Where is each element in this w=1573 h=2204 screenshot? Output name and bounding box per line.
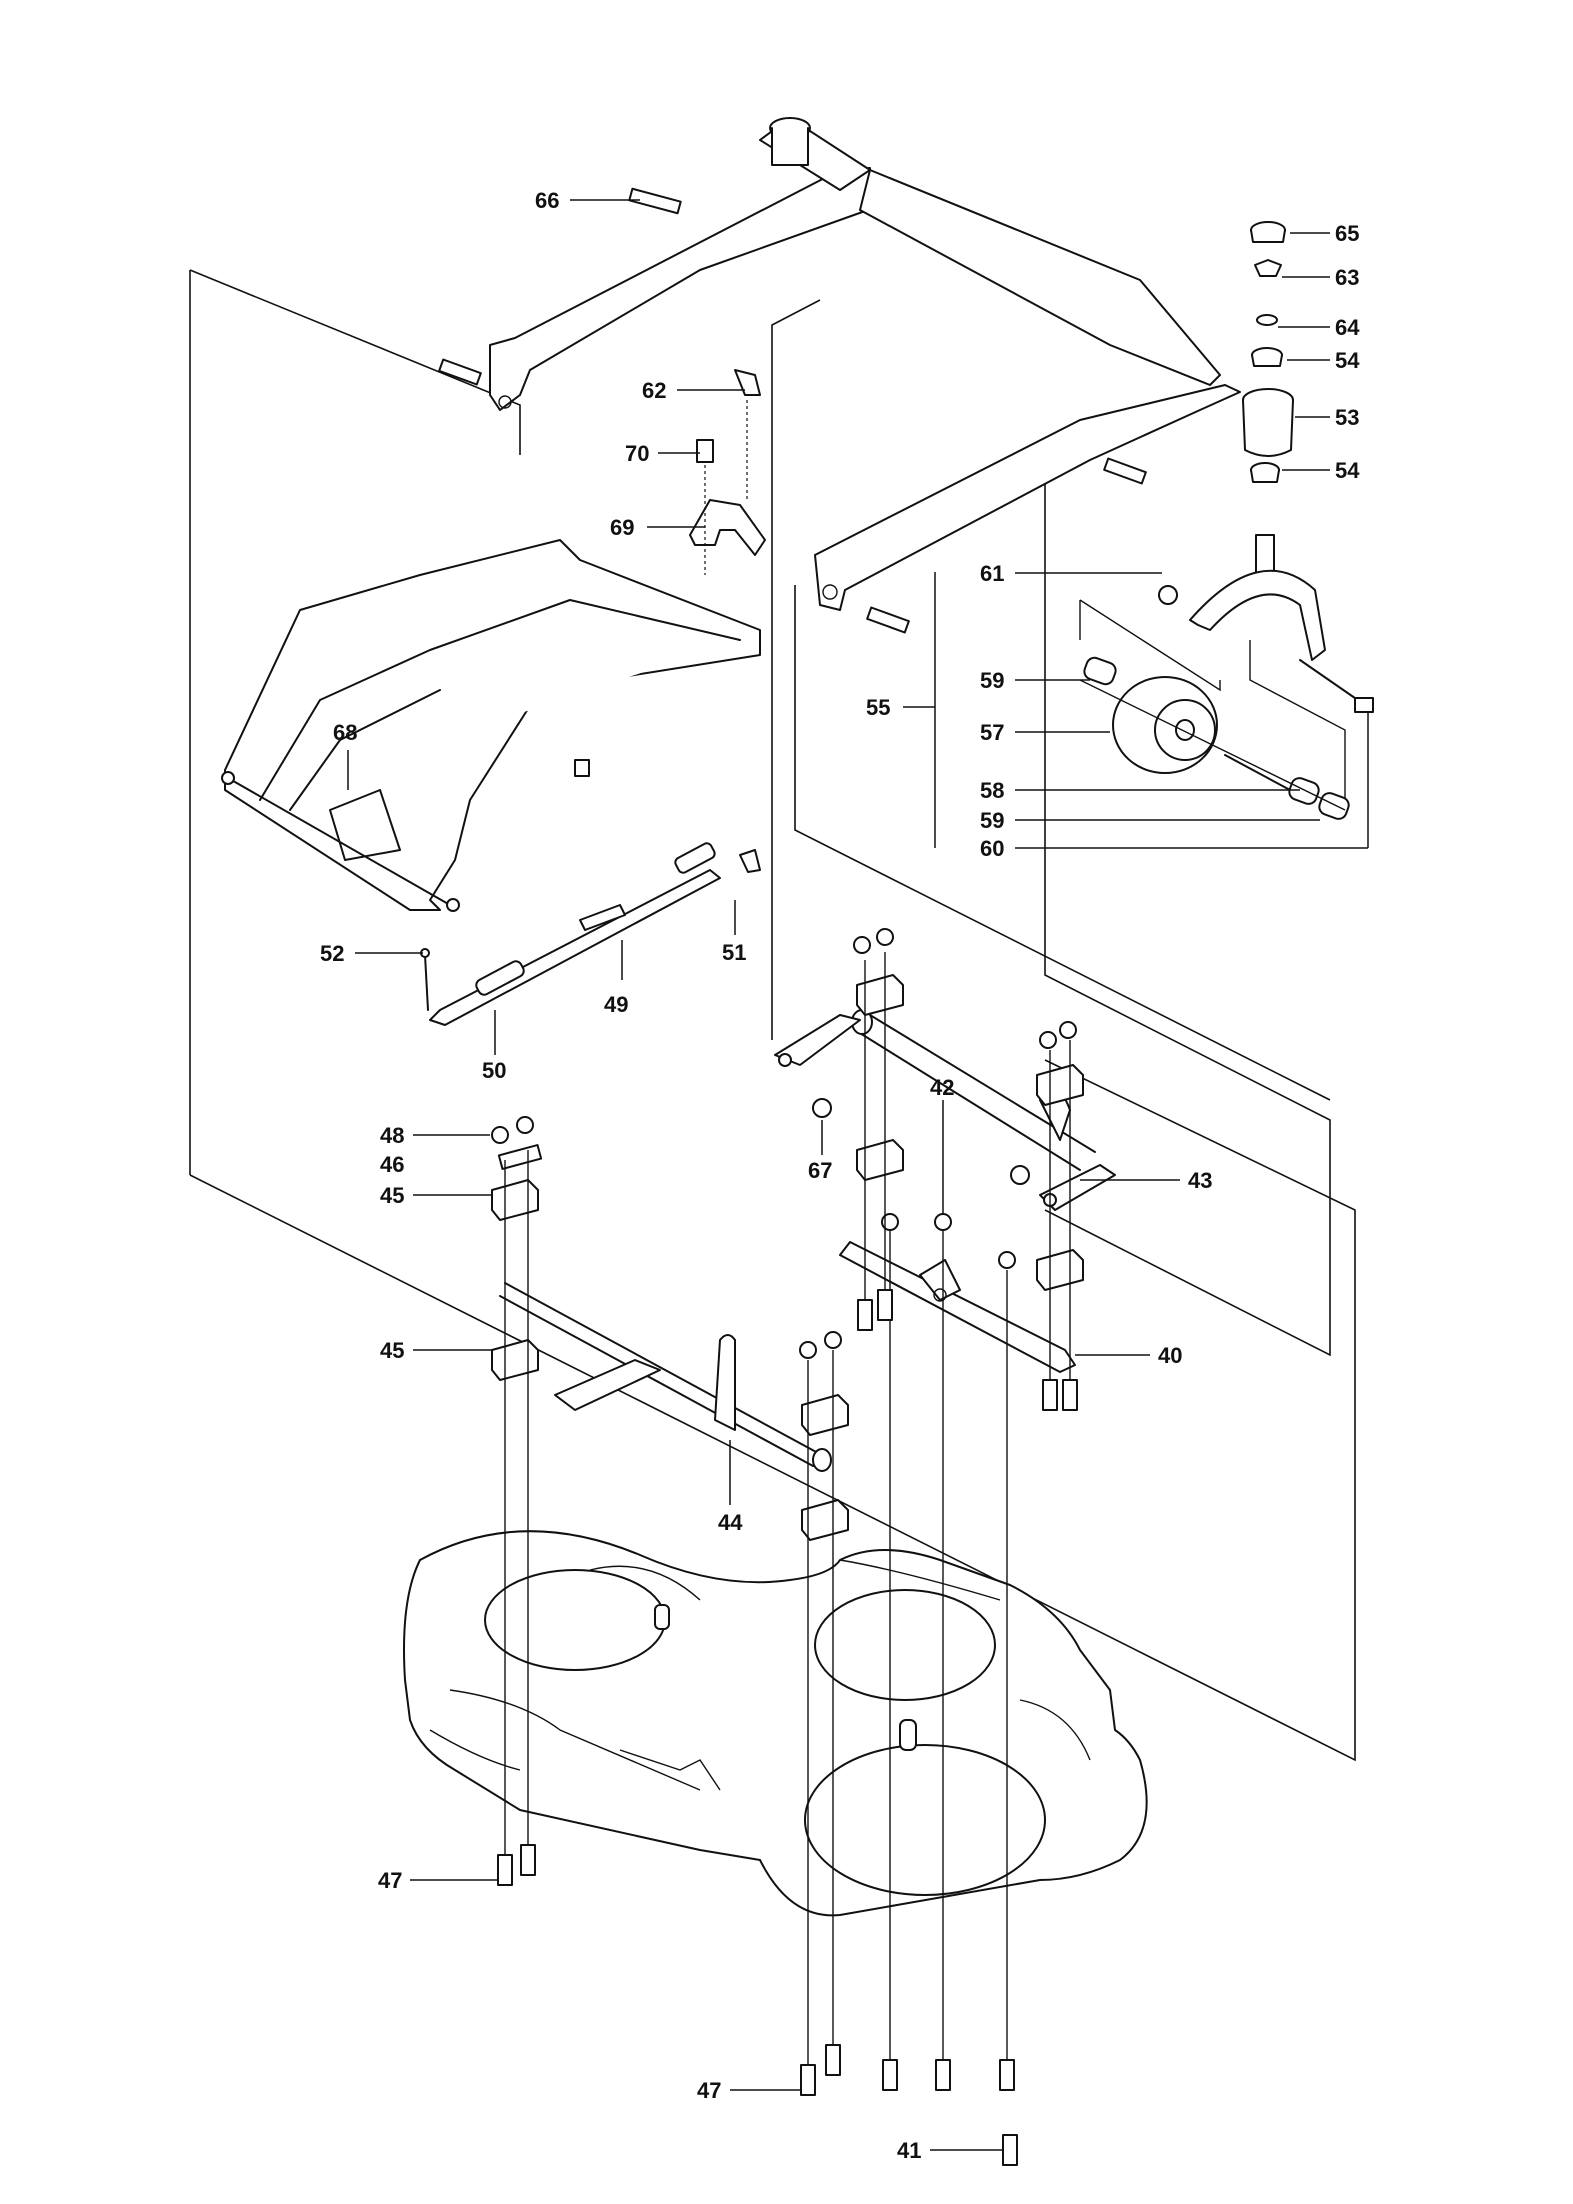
callout-65: 65 — [1335, 221, 1359, 246]
frame-bottom — [189, 1059, 1356, 1762]
callout-47-upper: 47 — [378, 1868, 402, 1893]
deck-lift-frame — [221, 539, 761, 912]
right-arm — [814, 384, 1241, 634]
cutting-deck — [403, 1530, 1148, 1917]
callout-54-lower: 54 — [1335, 458, 1360, 483]
long-bolts — [497, 952, 1078, 2166]
callout-43: 43 — [1188, 1168, 1212, 1193]
callout-62: 62 — [642, 378, 666, 403]
callout-44: 44 — [718, 1510, 743, 1535]
callout-55: 55 — [866, 695, 890, 720]
callout-46: 46 — [380, 1152, 404, 1177]
callout-67: 67 — [808, 1158, 832, 1183]
callout-52: 52 — [320, 941, 344, 966]
clamp-blocks — [491, 928, 1084, 1541]
upper-pivot-bar — [438, 117, 1221, 411]
callout-labels: 66 65 63 64 54 53 54 62 70 69 61 59 55 5… — [320, 188, 1360, 2163]
linkage-rod — [420, 842, 761, 1026]
frame-mid-edge — [771, 299, 821, 1040]
callout-66: 66 — [535, 188, 559, 213]
callout-42: 42 — [930, 1075, 954, 1100]
callout-64: 64 — [1335, 315, 1360, 340]
callout-51: 51 — [722, 940, 746, 965]
caster-fork-wheel — [1079, 569, 1374, 820]
callout-61: 61 — [980, 561, 1004, 586]
front-axle — [499, 1282, 832, 1472]
caster-pivot-stack — [1242, 221, 1294, 576]
callout-48: 48 — [380, 1123, 404, 1148]
callout-40: 40 — [1158, 1343, 1182, 1368]
assembly-frames — [189, 269, 1356, 1762]
callout-47-lower: 47 — [697, 2078, 721, 2103]
callout-63: 63 — [1335, 265, 1359, 290]
callout-58: 58 — [980, 778, 1004, 803]
front-pivot-shaft — [774, 1009, 1116, 1211]
callout-53: 53 — [1335, 405, 1359, 430]
frame-wheel-box — [794, 585, 1331, 1101]
callout-68: 68 — [333, 720, 357, 745]
callout-59-upper: 59 — [980, 668, 1004, 693]
bracket-40 — [839, 1241, 1076, 1373]
callout-45-lower: 45 — [380, 1338, 404, 1363]
callout-54-upper: 54 — [1335, 348, 1360, 373]
callout-50: 50 — [482, 1058, 506, 1083]
callout-69: 69 — [610, 515, 634, 540]
callout-leaders — [347, 199, 1369, 2151]
callout-49: 49 — [604, 992, 628, 1017]
callout-45-upper: 45 — [380, 1183, 404, 1208]
callout-57: 57 — [980, 720, 1004, 745]
mount-brackets — [689, 369, 766, 575]
callout-41: 41 — [897, 2138, 921, 2163]
frame-left-upper — [189, 269, 521, 455]
callout-60: 60 — [980, 836, 1004, 861]
frame-right-inner — [1044, 450, 1331, 1357]
callout-70: 70 — [625, 441, 649, 466]
callout-59-lower: 59 — [980, 808, 1004, 833]
